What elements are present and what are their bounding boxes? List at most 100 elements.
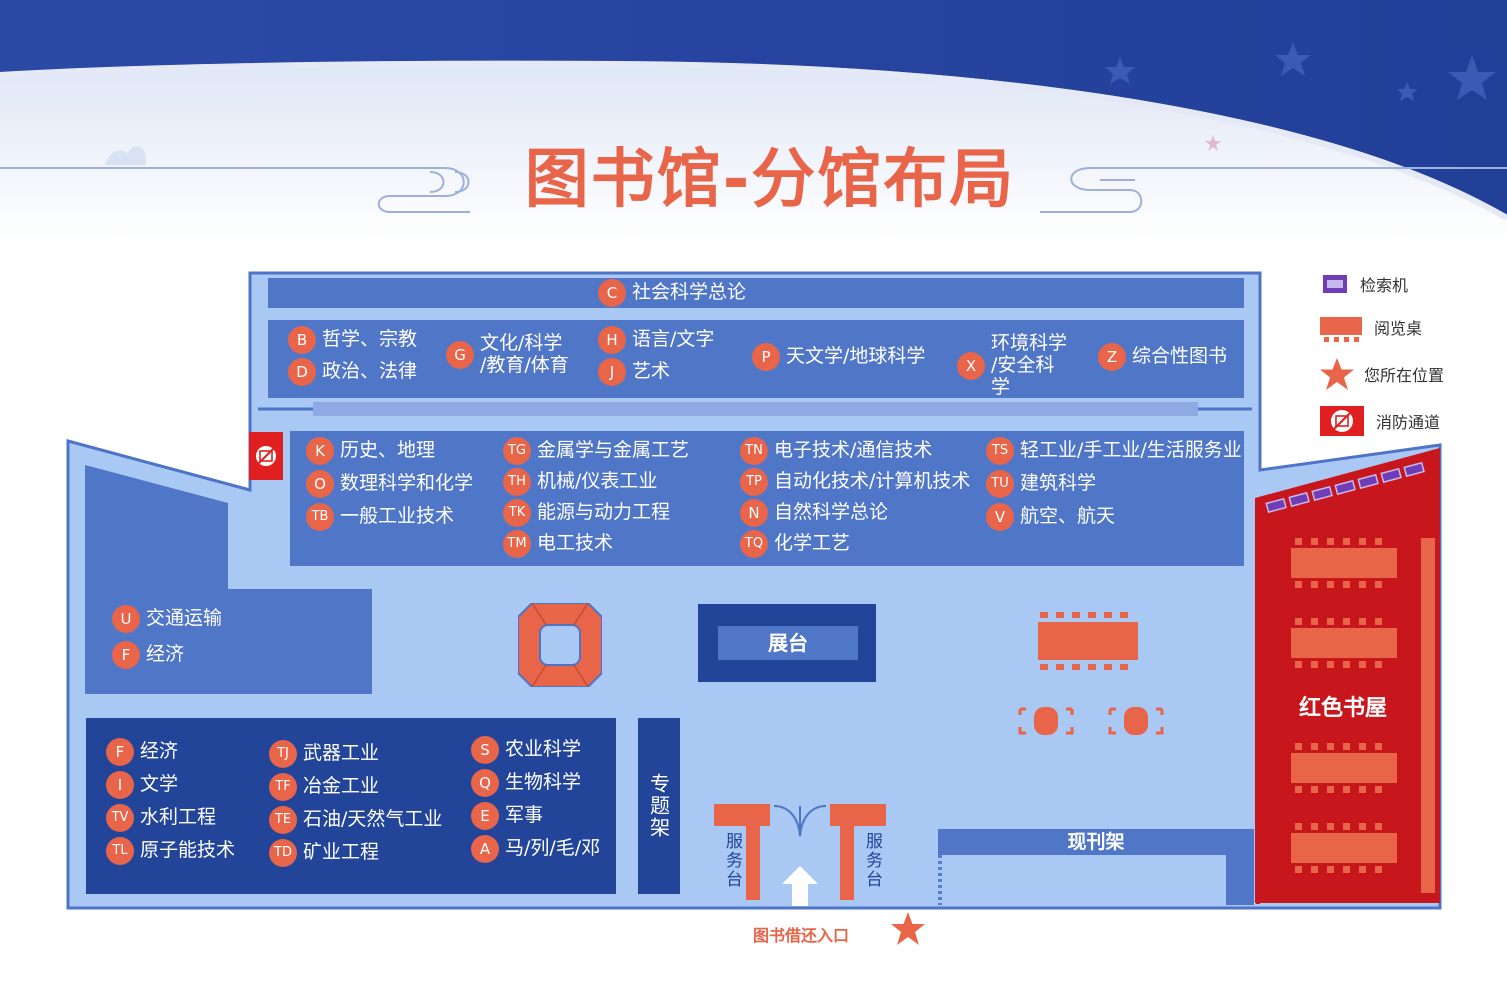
category-label: 天文学/地球科学 [786,345,926,368]
category-code-badge: C [598,279,626,307]
category-code-badge: TJ [269,740,297,768]
category-code-badge: TN [740,437,768,465]
category-code-badge: TV [106,804,134,832]
category-code-badge: TQ [740,530,768,558]
category-label: 交通运输 [146,607,223,630]
category-label: 数理科学和化学 [340,472,474,495]
category-code-badge: TE [269,806,297,834]
shelf-bottom-block [86,718,616,894]
category-code-badge: TB [306,503,334,531]
category-code-badge: E [471,802,499,830]
category-label: 化学工艺 [774,532,851,555]
category-label: 农业科学 [505,738,582,761]
category-Q: Q 生物科学 [471,769,600,797]
legend-label: 消防通道 [1376,413,1441,432]
category-code-badge: TP [740,468,768,496]
category-D: D 政治、法律 [288,358,417,386]
category-F-left: F 经济 [112,641,222,669]
small-table [1018,707,1074,735]
legend-item: 检索机 [1320,272,1444,296]
category-code-badge: TF [269,773,297,801]
category-code-badge: B [288,326,316,354]
category-code-badge: I [106,771,134,799]
category-code-badge: Z [1098,343,1126,371]
legend-label: 您所在位置 [1364,366,1445,385]
legend-label: 检索机 [1360,276,1409,295]
category-label: 文学 [140,773,179,796]
category-code-badge: TD [269,839,297,867]
category-label: 生物科学 [505,771,582,794]
category-label: 环境科学 /安全科学 [991,332,1068,398]
category-TH: TH 机械/仪表工业 [503,468,689,496]
category-code-badge: TG [503,437,531,465]
header-banner [0,0,1507,240]
category-code-badge: TL [106,837,134,865]
legend-item: 阅览桌 [1320,312,1444,342]
category-label: 电工技术 [537,532,614,555]
category-I: I 文学 [106,771,235,799]
entrance-arrow-icon [782,866,818,906]
category-code-badge: D [288,358,316,386]
category-label: 综合性图书 [1132,345,1228,368]
special-topic-shelf: 专题架 [638,718,680,894]
page-title: 图书馆-分馆布局 [524,143,1016,217]
decorative-stars [1105,42,1496,101]
catalog-terminal-icon [1323,275,1347,293]
category-code-badge: TM [503,530,531,558]
category-TK: TK 能源与动力工程 [503,499,689,527]
category-label: 水利工程 [140,806,217,829]
red-room-tables [1291,548,1397,863]
category-code-badge: TK [503,499,531,527]
category-TJ: TJ 武器工业 [269,740,442,768]
category-label: 建筑科学 [1020,472,1097,495]
category-label: 自然科学总论 [774,501,889,524]
category-label: 武器工业 [303,742,380,765]
category-code-badge: P [752,343,780,371]
category-label: 经济 [146,643,185,666]
category-label: 一般工业技术 [340,505,455,528]
periodicals-side [1226,855,1254,905]
category-code-badge: K [306,437,334,465]
category-TN: TN 电子技术/通信技术 [740,437,970,465]
category-TU: TU 建筑科学 [986,470,1242,498]
category-label: 机械/仪表工业 [537,470,658,493]
category-label: 文化/科学 /教育/体育 [480,332,569,376]
legend: 检索机 阅览桌 您所在位置 消防通道 [1320,272,1444,436]
periodicals-shelf: 现刊架 [938,829,1254,855]
fire-exit-marker [249,432,283,480]
periodicals-label: 现刊架 [1067,831,1125,853]
category-code-badge: F [106,738,134,766]
category-label: 能源与动力工程 [537,501,671,524]
category-TV: TV 水利工程 [106,804,235,832]
category-code-badge: TS [986,437,1014,465]
service-desk-area [714,804,886,900]
category-label: 政治、法律 [322,360,418,383]
category-label: 航空、航天 [1020,505,1116,528]
category-TQ: TQ 化学工艺 [740,530,970,558]
category-label: 哲学、宗教 [322,328,418,351]
category-label: 历史、地理 [340,439,436,462]
service-desk-right-label: 服务台 [862,832,882,889]
category-code-badge: N [740,499,768,527]
star-icon [1320,358,1354,390]
category-label: 电子技术/通信技术 [774,439,933,462]
category-code-badge: H [598,326,626,354]
category-code-badge: Q [471,769,499,797]
category-code-badge: TH [503,468,531,496]
category-K: K 历史、地理 [306,437,473,465]
category-code-badge: F [112,641,140,669]
category-code-badge: TU [986,470,1014,498]
